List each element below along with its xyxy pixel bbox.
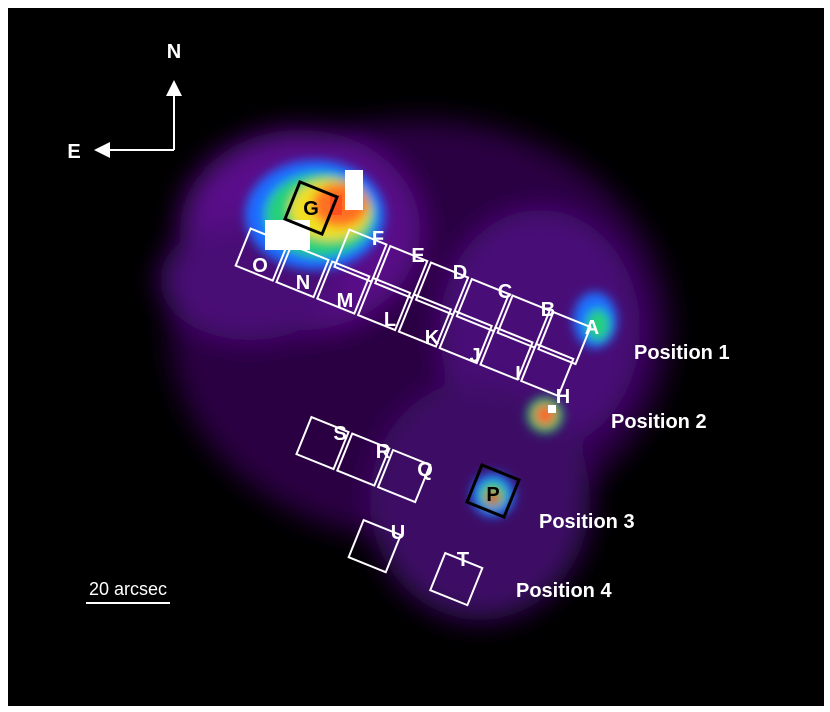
- aperture-label-k: K: [425, 327, 440, 349]
- aperture-label-o: O: [252, 255, 268, 277]
- aperture-box-u: [347, 518, 403, 574]
- aperture-label-c: C: [498, 281, 512, 303]
- aperture-label-b: B: [541, 299, 555, 321]
- aperture-label-m: M: [337, 290, 354, 312]
- aperture-box-i: [479, 326, 534, 381]
- aperture-label-d: D: [453, 262, 467, 284]
- aperture-box-k: [397, 293, 453, 348]
- position-4-label: Position 4: [516, 580, 612, 602]
- aperture-box-l: [356, 276, 412, 332]
- aperture-box-g: [283, 180, 339, 236]
- aperture-label-g: G: [303, 198, 319, 220]
- aperture-box-m: [315, 260, 371, 315]
- aperture-label-j: J: [469, 345, 480, 367]
- aperture-label-u: U: [391, 522, 405, 544]
- highlight-boxes: [283, 180, 521, 519]
- scale-bar-label: 20 arcsec: [89, 579, 167, 599]
- aperture-label-t: T: [457, 549, 469, 571]
- aperture-label-n: N: [296, 272, 310, 294]
- east-label: E: [67, 141, 80, 163]
- aperture-box-p: [465, 463, 521, 519]
- aperture-box-b: [496, 294, 552, 349]
- aperture-box-d: [414, 261, 470, 316]
- aperture-label-e: E: [411, 245, 424, 267]
- aperture-box-t: [428, 551, 484, 607]
- aperture-box-f: [333, 228, 388, 283]
- aperture-label-h: H: [556, 386, 570, 408]
- aperture-box-s: [295, 415, 350, 471]
- position-labels: Position 1 Position 2 Position 3 Positio…: [516, 342, 730, 602]
- aperture-labels: G F E D C B A O N M L K J I H S R Q P U …: [252, 198, 599, 571]
- aperture-box-j: [438, 309, 494, 365]
- aperture-box-e: [373, 244, 429, 300]
- aperture-box-r: [335, 432, 391, 487]
- aperture-label-f: F: [372, 228, 384, 250]
- aperture-label-i: I: [515, 363, 521, 385]
- position-1-label: Position 1: [634, 342, 730, 364]
- aperture-label-l: L: [384, 309, 396, 331]
- compass: N E: [67, 41, 182, 163]
- aperture-label-p: P: [486, 484, 499, 506]
- aperture-box-a: [537, 310, 592, 366]
- aperture-label-r: R: [376, 441, 391, 463]
- aperture-box-q: [376, 448, 432, 504]
- bright-knots: [245, 160, 617, 517]
- aperture-label-s: S: [333, 423, 346, 445]
- aperture-box-n: [275, 243, 330, 299]
- aperture-box-h: [519, 342, 575, 398]
- north-label: N: [167, 41, 181, 63]
- position-3-label: Position 3: [539, 511, 635, 533]
- aperture-box-c: [455, 277, 511, 333]
- scale-bar: 20 arcsec: [86, 579, 170, 604]
- aperture-label-a: A: [585, 317, 599, 339]
- aperture-grid: [234, 227, 592, 607]
- aperture-label-q: Q: [417, 459, 433, 481]
- position-2-label: Position 2: [611, 411, 707, 433]
- aperture-box-o: [234, 227, 290, 282]
